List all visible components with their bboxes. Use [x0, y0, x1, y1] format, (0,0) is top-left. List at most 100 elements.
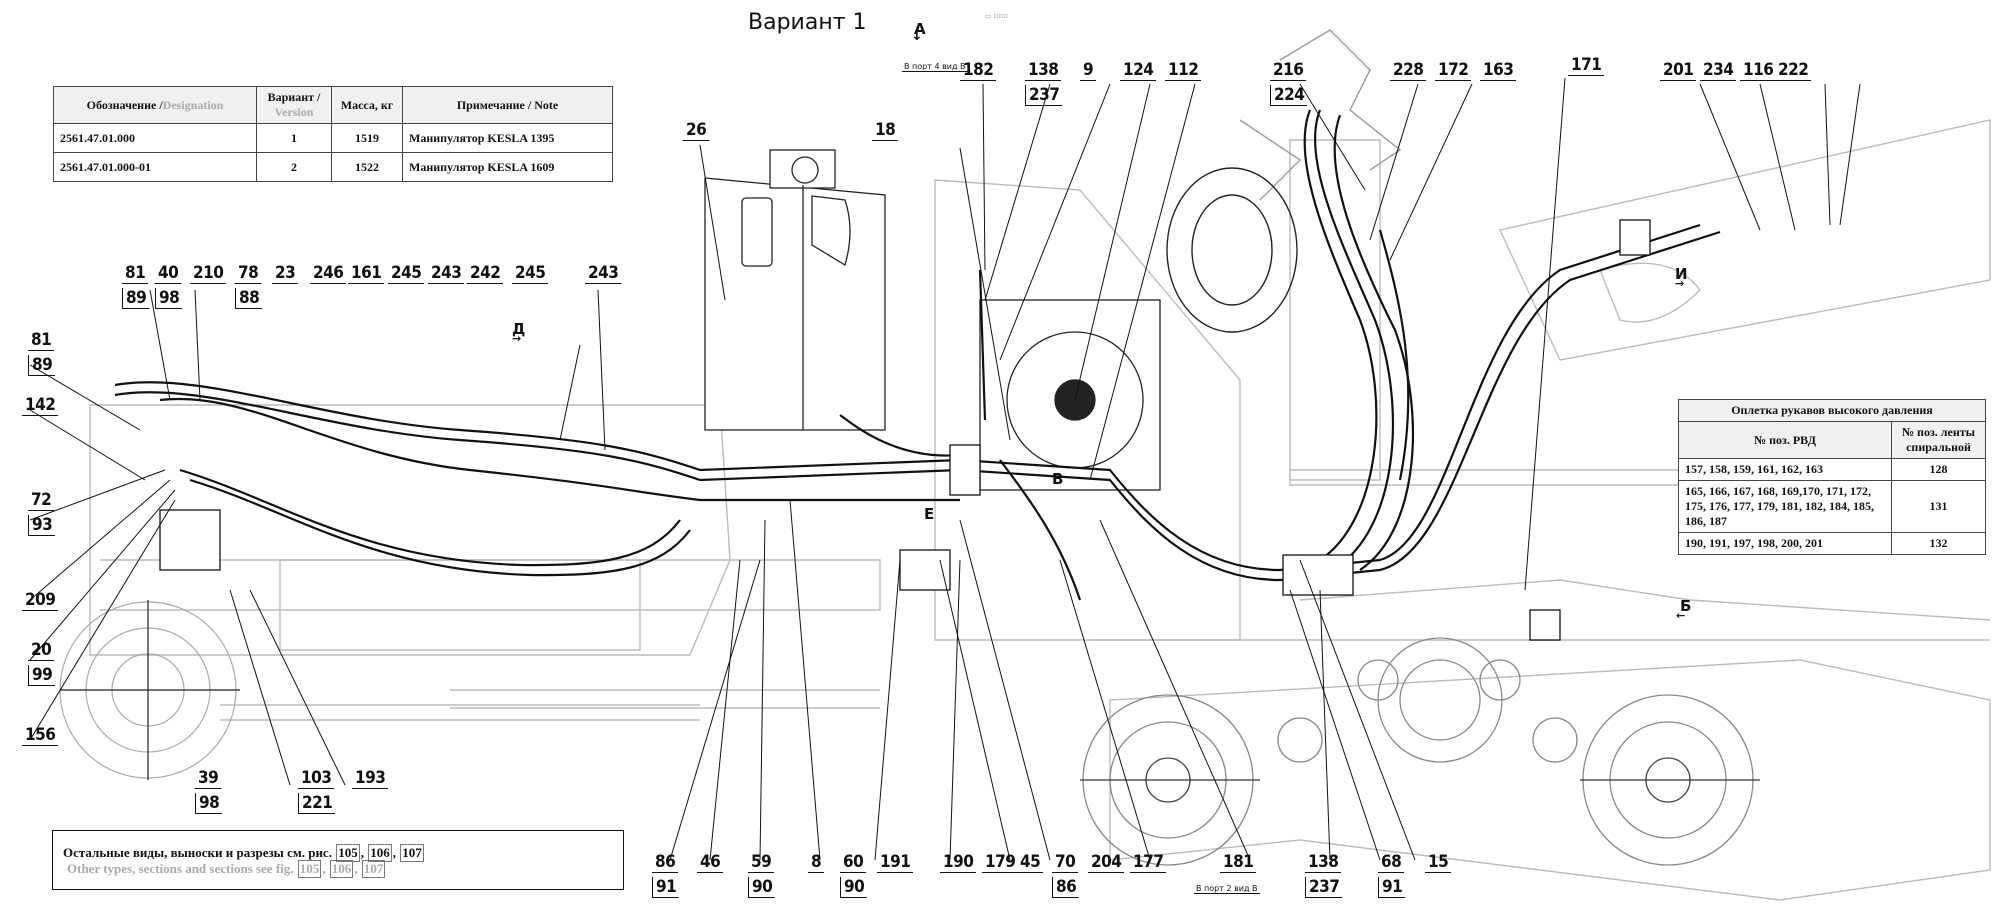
callout-15: 15	[1425, 852, 1452, 873]
callout-103: 103	[298, 768, 335, 789]
callout-191: 191	[877, 852, 914, 873]
fig-ref[interactable]: 105	[336, 844, 360, 862]
callout-190: 190	[940, 852, 977, 873]
callout-163: 163	[1480, 60, 1517, 81]
callout-86: 86	[652, 852, 679, 873]
left-wheel	[59, 600, 240, 780]
table-row: 165, 166, 167, 168, 169,170, 171, 172, 1…	[1678, 480, 1986, 533]
drawing-title: Вариант 1	[748, 10, 867, 35]
callout-138: 138	[1025, 60, 1062, 81]
reference-note-box: Остальные виды, выноски и разрезы см. ри…	[52, 830, 624, 890]
callout-201: 201	[1660, 60, 1697, 81]
callout-242: 242	[467, 263, 504, 284]
mass-cell: 1519	[331, 123, 403, 153]
tape-cell: 131	[1891, 480, 1986, 533]
callout-245: 245	[512, 263, 549, 284]
note-cell: Манипулятор KESLA 1609	[402, 152, 613, 182]
callout-204: 204	[1088, 852, 1125, 873]
variant-cell: 2	[256, 152, 332, 182]
callout-112: 112	[1165, 60, 1202, 81]
tape-cell: 128	[1891, 458, 1986, 481]
col-hose-pos: № поз. РВД	[1678, 421, 1892, 459]
leader-lines	[29, 77, 1861, 861]
callout-156: 156	[22, 725, 59, 746]
callout-23: 23	[272, 263, 299, 284]
view-i-letter: И	[1675, 265, 1688, 283]
view-d-letter: Д	[512, 320, 526, 338]
callout-sub-98: 98	[155, 288, 183, 309]
callout-sub-89: 89	[122, 288, 150, 309]
fig-ref[interactable]: 107	[400, 844, 424, 862]
callout-26: 26	[683, 120, 710, 141]
callout-245: 245	[388, 263, 425, 284]
arrow-right-icon: →	[1675, 277, 1685, 290]
callout-161: 161	[348, 263, 385, 284]
view-a-letter: А	[914, 20, 926, 38]
fittings	[159, 219, 1651, 641]
callout-81: 81	[28, 330, 55, 351]
callout-142: 142	[22, 395, 59, 416]
note-cell: Манипулятор KESLA 1395	[402, 123, 613, 153]
view-arrow-d: Д→	[512, 320, 526, 345]
callout-193: 193	[352, 768, 389, 789]
fig-ref[interactable]: 106	[329, 860, 354, 878]
arrow-left-icon: ←	[1676, 609, 1686, 622]
callout-sub-91: 91	[652, 877, 680, 898]
note-en: Other types, sections and sections see f…	[67, 860, 386, 878]
designation-cell: 2561.47.01.000	[53, 123, 257, 153]
callout-sub-98: 98	[195, 793, 223, 814]
callout-179: 179	[982, 852, 1019, 873]
variant-table: Обозначение /Designation Вариант /Versio…	[53, 86, 613, 182]
col-designation: Обозначение /Designation	[53, 86, 257, 124]
callout-172: 172	[1435, 60, 1472, 81]
arrow-right-icon: →	[512, 332, 522, 345]
col-mass: Масса, кг	[331, 86, 403, 124]
table-row: 2561.47.01.000-01 2 1522 Манипулятор KES…	[53, 152, 613, 182]
callout-209: 209	[22, 590, 59, 611]
note-ru: Остальные виды, выноски и разрезы см. ри…	[63, 844, 424, 862]
bogie-wheels	[1080, 637, 1760, 866]
callout-60: 60	[840, 852, 867, 873]
callout-sub-86: 86	[1052, 877, 1080, 898]
callout-243: 243	[428, 263, 465, 284]
callout-sub-224: 224	[1270, 85, 1308, 106]
view-arrow-e: Е	[924, 505, 934, 523]
callout-8: 8	[808, 852, 825, 873]
mass-cell: 1522	[331, 152, 403, 182]
callout-234: 234	[1700, 60, 1737, 81]
callout-182: 182	[960, 60, 997, 81]
port2-note: В порт 2 вид В	[1194, 884, 1260, 894]
callout-216: 216	[1270, 60, 1307, 81]
fig-ref[interactable]: 107	[361, 860, 386, 878]
callout-70: 70	[1052, 852, 1079, 873]
callout-sub-88: 88	[235, 288, 263, 309]
callout-9: 9	[1080, 60, 1097, 81]
callout-sub-237: 237	[1305, 877, 1343, 898]
fig-ref[interactable]: 105	[297, 860, 322, 878]
callout-sub-90: 90	[748, 877, 776, 898]
tiny-mark: ▭ ▫▫▫	[985, 12, 1009, 20]
hoses-cell: 165, 166, 167, 168, 169,170, 171, 172, 1…	[1678, 480, 1892, 533]
designation-cell: 2561.47.01.000-01	[53, 152, 257, 182]
hydraulic-tank	[704, 149, 886, 431]
callout-116: 116	[1740, 60, 1777, 81]
callout-78: 78	[235, 263, 262, 284]
callout-210: 210	[190, 263, 227, 284]
callout-sub-237: 237	[1025, 85, 1063, 106]
view-arrow-i: И→	[1675, 265, 1688, 290]
hoses-cell: 157, 158, 159, 161, 162, 163	[1678, 458, 1892, 481]
callout-177: 177	[1130, 852, 1167, 873]
port4-note: В порт 4 вид В	[902, 62, 968, 72]
tape-cell: 132	[1891, 532, 1986, 555]
variant-cell: 1	[256, 123, 332, 153]
callout-sub-99: 99	[28, 665, 56, 686]
callout-124: 124	[1120, 60, 1157, 81]
arrow-down-icon: ↓	[911, 28, 923, 44]
callout-228: 228	[1390, 60, 1427, 81]
callout-68: 68	[1378, 852, 1405, 873]
fig-ref[interactable]: 106	[368, 844, 392, 862]
callout-sub-93: 93	[28, 515, 56, 536]
hoses-cell: 190, 191, 197, 198, 200, 201	[1678, 532, 1892, 555]
